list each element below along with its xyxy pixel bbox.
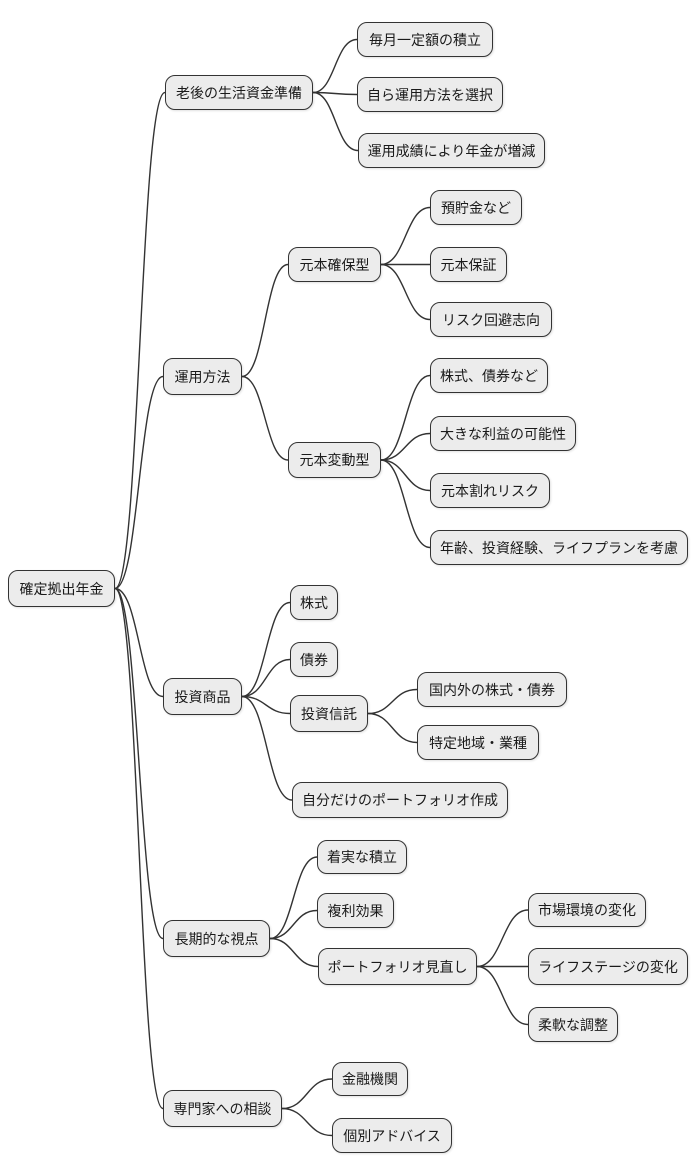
mindmap-node: リスク回避志向 — [430, 302, 552, 337]
edge — [380, 432, 431, 461]
mindmap-node: 国内外の株式・債券 — [417, 672, 567, 707]
edge — [114, 587, 164, 1110]
edge — [114, 375, 164, 590]
mindmap-node: 株式 — [290, 585, 338, 620]
edge — [380, 459, 431, 492]
edge — [312, 38, 358, 94]
edge — [281, 1078, 333, 1110]
edge — [380, 459, 431, 549]
edge — [241, 375, 289, 461]
mindmap-node: 柔軟な調整 — [528, 1007, 618, 1042]
edge — [269, 937, 319, 968]
mindmap-node: 年齢、投資経験、ライフプランを考慮 — [430, 530, 688, 565]
edge — [241, 601, 291, 698]
mindmap-node: 着実な積立 — [317, 840, 407, 874]
edge — [241, 658, 291, 698]
mindmap-node: ポートフォリオ見直し — [318, 948, 477, 985]
edge — [312, 91, 358, 96]
mindmap-node: 毎月一定額の積立 — [357, 22, 493, 57]
edge — [476, 965, 529, 1026]
edge — [241, 695, 291, 715]
edge — [312, 91, 359, 152]
edge — [380, 263, 431, 321]
mindmap-node: 個別アドバイス — [332, 1118, 452, 1153]
edge — [269, 909, 318, 940]
edge — [114, 587, 164, 940]
mindmap-node: 大きな利益の可能性 — [430, 416, 576, 451]
edge — [241, 263, 289, 378]
edge — [367, 712, 418, 744]
mindmap-node: 複利効果 — [317, 893, 394, 928]
edge — [114, 91, 166, 590]
mindmap-node: 元本変動型 — [288, 442, 381, 478]
mindmap-node: 運用方法 — [163, 358, 242, 395]
edge — [476, 909, 529, 968]
mindmap-node: 専門家への相談 — [163, 1090, 282, 1127]
mindmap-node: 預貯金など — [430, 190, 522, 225]
edge — [241, 695, 293, 801]
mindmap-node: 投資信託 — [290, 695, 368, 732]
mindmap-node: 元本保証 — [430, 247, 507, 282]
mindmap-node: 特定地域・業種 — [417, 725, 539, 760]
mindmap-node: 自分だけのポートフォリオ作成 — [292, 782, 508, 818]
edge — [380, 374, 431, 461]
mindmap-node: 株式、債券など — [430, 358, 548, 393]
mindmap-node: 老後の生活資金準備 — [165, 75, 313, 110]
mindmap-node: 債券 — [290, 642, 338, 677]
mindmap-node: 自ら運用方法を選択 — [357, 77, 503, 112]
mindmap-node: 元本割れリスク — [430, 473, 550, 508]
edge — [269, 856, 318, 940]
mindmap-node: 市場環境の変化 — [528, 893, 646, 927]
mindmap-root-node: 確定拠出年金 — [8, 570, 115, 607]
edge — [281, 1107, 333, 1137]
mindmap-node: 長期的な視点 — [163, 920, 270, 957]
edge — [367, 688, 418, 715]
mindmap-node: 金融機関 — [332, 1062, 408, 1096]
edge — [114, 587, 164, 698]
mindmap-node: ライフステージの変化 — [528, 948, 688, 985]
mindmap-node: 元本確保型 — [288, 247, 381, 282]
edge — [380, 206, 431, 266]
mindmap-node: 投資商品 — [163, 678, 242, 715]
mindmap-node: 運用成績により年金が増減 — [358, 133, 545, 168]
